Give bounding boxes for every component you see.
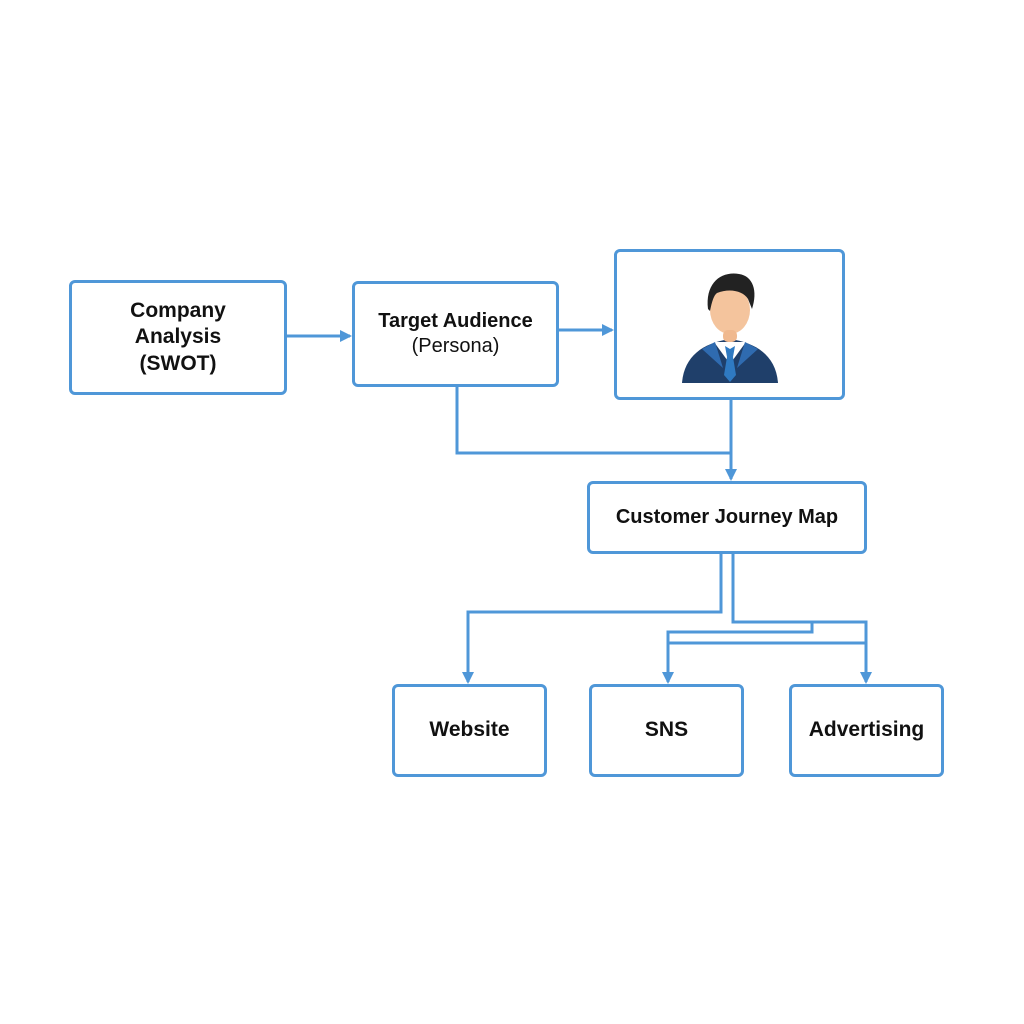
sns-node: SNS — [589, 684, 744, 777]
website-node: Website — [392, 684, 547, 777]
advertising-label: Advertising — [808, 718, 925, 742]
website-label: Website — [429, 718, 510, 742]
target-audience-node: Target Audience (Persona) — [352, 281, 559, 387]
target-audience-line-1: Target Audience — [378, 310, 533, 332]
customer-journey-map-label: Customer Journey Map — [615, 506, 839, 528]
persona-node — [614, 249, 845, 400]
target-audience-line-2: (Persona) — [411, 335, 500, 357]
company-analysis-line-2: Analysis — [134, 325, 222, 349]
company-analysis-node: Company Analysis (SWOT) — [69, 280, 287, 395]
businessman-icon — [681, 273, 778, 383]
connector-journey-to-website — [462, 554, 723, 684]
sns-label: SNS — [644, 718, 689, 742]
company-analysis-line-1: Company — [130, 299, 226, 323]
advertising-node: Advertising — [789, 684, 944, 777]
customer-journey-map-node: Customer Journey Map — [587, 481, 867, 554]
connector-journey-to-sns — [662, 622, 814, 684]
company-analysis-line-3: (SWOT) — [139, 351, 217, 375]
connector-journey-to-advertising — [731, 554, 872, 684]
